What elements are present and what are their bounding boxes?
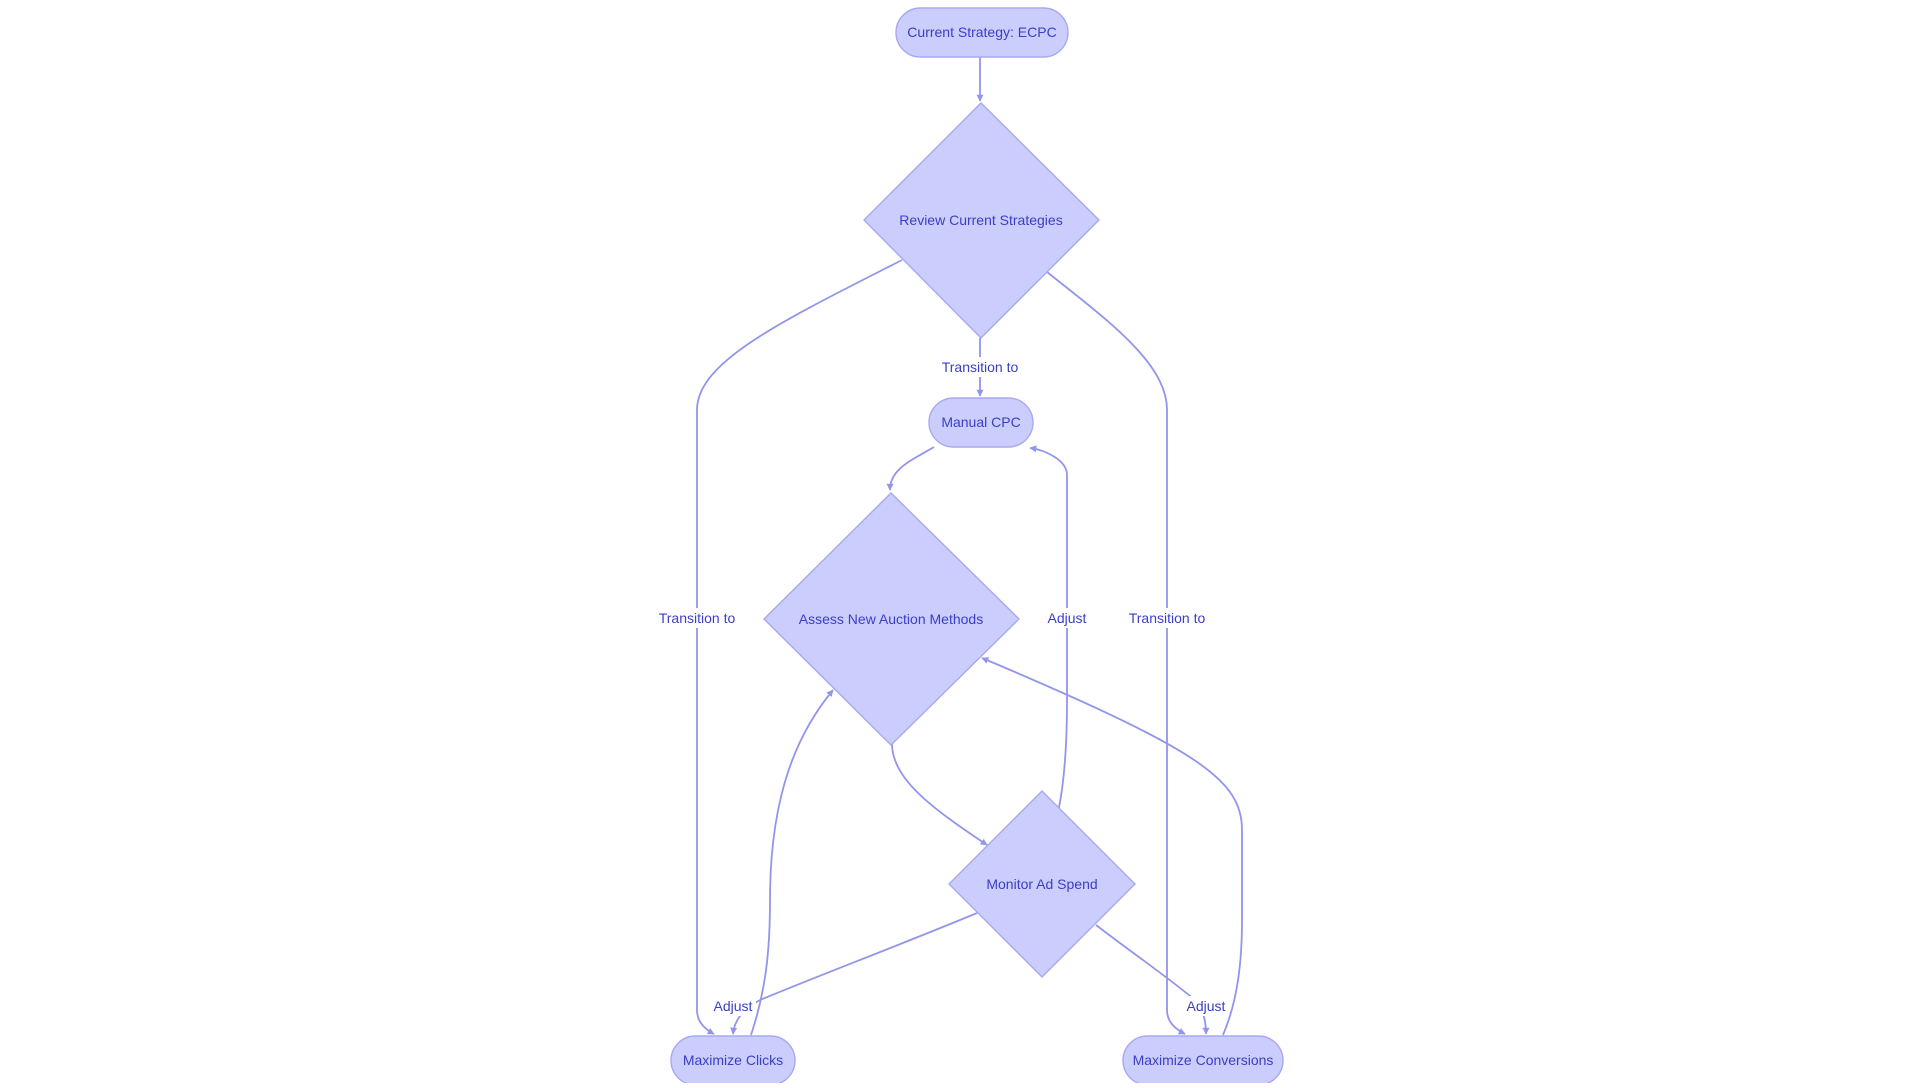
node-monitor-label: Monitor Ad Spend xyxy=(986,876,1097,892)
node-assess-new-auction-methods: Assess New Auction Methods xyxy=(763,492,1020,746)
edge-monitor-to-manual-cpc xyxy=(1029,445,1068,813)
edge-label-review-maximize-clicks: Transition to xyxy=(659,610,736,626)
edges xyxy=(696,57,1243,1036)
edge-review-to-maximize-conversions xyxy=(1046,271,1186,1035)
edge-label-review-manual-cpc: Transition to xyxy=(942,359,1019,375)
edge-label-monitor-maximize-conversions: Adjust xyxy=(1187,998,1226,1014)
node-assess-label: Assess New Auction Methods xyxy=(799,611,983,627)
edge-maximize-clicks-to-assess xyxy=(750,689,834,1036)
node-maximize-conversions: Maximize Conversions xyxy=(1122,1035,1284,1086)
node-maximize-clicks-label: Maximize Clicks xyxy=(683,1052,783,1068)
node-review-label: Review Current Strategies xyxy=(899,212,1062,228)
node-maximize-conversions-label: Maximize Conversions xyxy=(1133,1052,1274,1068)
node-current-strategy: Current Strategy: ECPC xyxy=(895,7,1069,58)
node-current-strategy-label: Current Strategy: ECPC xyxy=(907,24,1056,40)
edge-label-monitor-maximize-clicks: Adjust xyxy=(714,998,753,1014)
edge-monitor-to-maximize-conversions xyxy=(1095,924,1210,1035)
node-review-current-strategies: Review Current Strategies xyxy=(863,102,1100,339)
edge-review-to-maximize-clicks xyxy=(696,259,903,1035)
edge-manual-cpc-to-assess xyxy=(886,446,935,491)
node-manual-cpc-label: Manual CPC xyxy=(941,414,1020,430)
edge-monitor-to-maximize-clicks xyxy=(730,912,978,1035)
node-monitor-ad-spend: Monitor Ad Spend xyxy=(948,790,1136,978)
node-maximize-clicks: Maximize Clicks xyxy=(670,1035,796,1086)
edge-label-review-maximize-conversions: Transition to xyxy=(1129,610,1206,626)
edge-labels: Transition to Transition to Transition t… xyxy=(657,357,1229,1016)
edge-label-monitor-manual-cpc: Adjust xyxy=(1048,610,1087,626)
node-manual-cpc: Manual CPC xyxy=(928,397,1034,448)
edge-assess-to-monitor xyxy=(891,743,988,846)
edge-maximize-conversions-to-assess xyxy=(981,657,1243,1036)
